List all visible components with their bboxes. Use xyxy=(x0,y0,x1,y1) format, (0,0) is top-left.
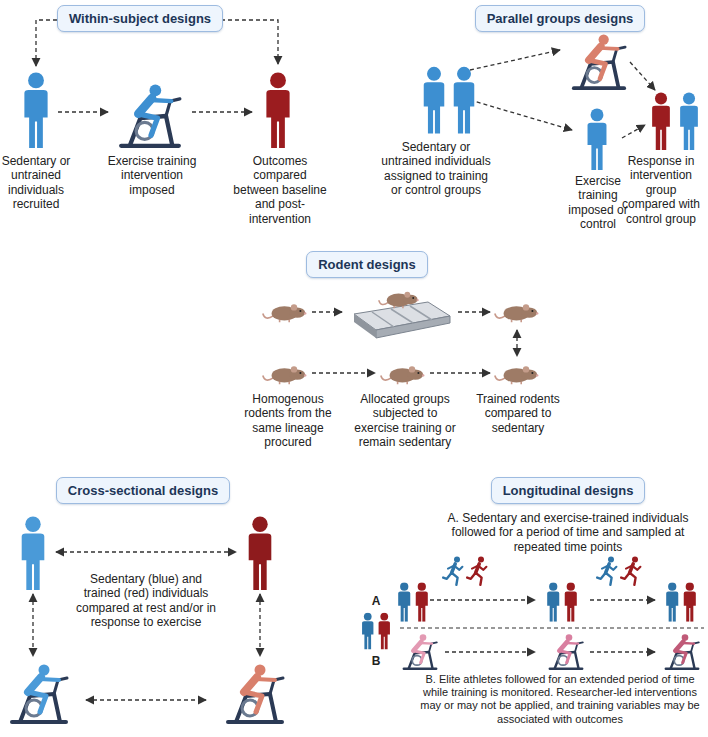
divider xyxy=(400,627,704,628)
caption: Response in intervention group compared … xyxy=(619,154,703,226)
design-title-box: Longitudinal designs xyxy=(491,477,646,504)
design-title-box: Cross-sectional designs xyxy=(56,477,230,504)
design-title: Parallel groups designs xyxy=(487,11,634,26)
figures xyxy=(12,34,699,722)
caption: Allocated groups subjected to exercise t… xyxy=(350,392,460,450)
caption: Homogenous rodents from the same lineage… xyxy=(238,392,338,450)
design-title: Longitudinal designs xyxy=(503,483,634,498)
design-title: Rodent designs xyxy=(318,257,416,272)
design-title: Within-subject designs xyxy=(69,11,211,26)
caption: A. Sedentary and exercise-trained indivi… xyxy=(432,511,704,554)
caption: Sedentary or untrained individuals recru… xyxy=(1,154,71,212)
caption: Sedentary (blue) and trained (red) indiv… xyxy=(71,572,221,630)
design-title-box: Parallel groups designs xyxy=(475,5,646,32)
caption: Outcomes compared between baseline and p… xyxy=(233,154,327,226)
design-title-box: Rodent designs xyxy=(306,251,428,278)
panel-letter: B xyxy=(368,654,384,668)
caption: Exercise training intervention imposed xyxy=(105,154,199,197)
design-title: Cross-sectional designs xyxy=(68,483,218,498)
caption: Sedentary or untrained individuals assig… xyxy=(381,140,491,198)
panel-letter: A xyxy=(368,594,384,608)
flow-arrows xyxy=(33,20,655,700)
caption: B. Elite athletes followed for an extend… xyxy=(414,673,706,726)
design-title-box: Within-subject designs xyxy=(57,5,223,32)
caption: Trained rodents compared to sedentary xyxy=(472,392,564,435)
